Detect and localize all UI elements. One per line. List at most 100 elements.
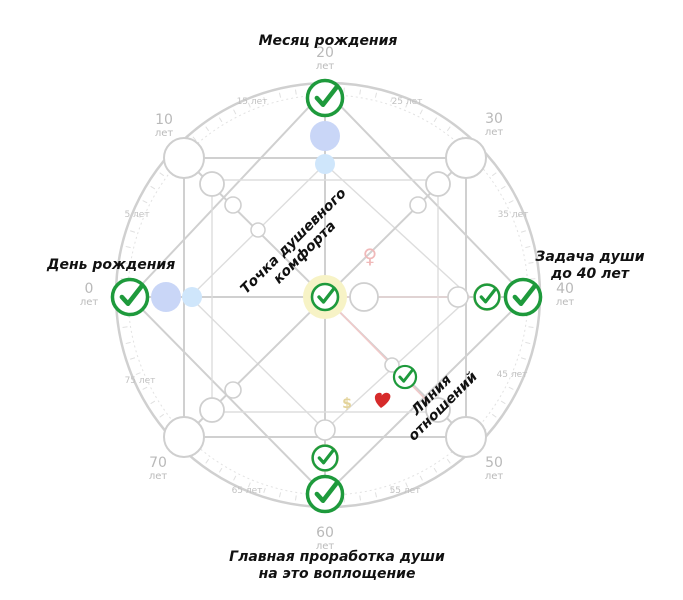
- ring-tick: [419, 475, 423, 481]
- age-label-5: 5 лет: [124, 210, 150, 220]
- ring-tick: [135, 214, 141, 218]
- main-check-icon: [307, 476, 342, 511]
- ring-tick: [135, 372, 141, 376]
- ring-tick: [359, 89, 362, 95]
- node-right-white: [447, 286, 469, 308]
- ring-tick: [159, 172, 165, 177]
- ring-tick: [263, 97, 266, 103]
- ring-tick: [125, 245, 131, 249]
- ring-tick: [205, 458, 210, 464]
- ring-tick: [278, 92, 282, 98]
- ring-tick: [294, 89, 297, 95]
- ring-tick: [247, 482, 251, 488]
- ring-tick: [233, 109, 237, 115]
- relations-line: [324, 296, 439, 413]
- ring-tick: [294, 495, 297, 501]
- heart-icon: [374, 392, 391, 408]
- ring-tick: [491, 413, 497, 418]
- ring-tick: [500, 400, 506, 405]
- ring-tick: [419, 109, 423, 115]
- ring-tick: [130, 357, 136, 360]
- age-label-75: 75 лет: [124, 376, 156, 386]
- node-bl-inner: [199, 397, 225, 423]
- ring-tick: [405, 482, 409, 488]
- ring-tick: [405, 102, 409, 108]
- month-caption: Месяц рождения: [258, 33, 398, 49]
- center-check-icon: [310, 282, 340, 312]
- node-diagonal-small: [250, 222, 266, 238]
- age-label-15: 15 лет: [236, 97, 268, 107]
- month-check-icon: [307, 80, 342, 115]
- day-caption: День рождения: [47, 257, 176, 273]
- ring-tick: [150, 400, 156, 405]
- node-tl-inner: [199, 171, 225, 197]
- main-inner-check-icon: [311, 444, 339, 472]
- ring-tick: [433, 467, 438, 473]
- node-left-blue: [151, 282, 181, 312]
- ring-tick: [520, 230, 526, 233]
- corner-node-top-right: [445, 137, 487, 179]
- ring-tick: [130, 230, 136, 233]
- relations-check-icon: [392, 364, 418, 390]
- ring-tick: [508, 386, 514, 390]
- ring-tick: [218, 117, 223, 123]
- corner-node-bottom-left: [163, 416, 205, 458]
- task-inner-check-icon: [473, 283, 501, 311]
- ring-tick: [508, 200, 514, 204]
- ring-tick: [446, 458, 451, 464]
- node-tl-small: [224, 196, 242, 214]
- node-left-lightblue: [182, 287, 202, 307]
- ring-tick: [150, 185, 156, 190]
- age-label-55: 55 лет: [389, 486, 421, 496]
- corner-node-bottom-right: [445, 416, 487, 458]
- ring-tick: [247, 102, 251, 108]
- ring-tick: [159, 413, 165, 418]
- ring-tick: [125, 341, 131, 345]
- node-tr-inner: [425, 171, 451, 197]
- female-icon: ♀: [362, 244, 378, 268]
- node-top-lightblue: [315, 154, 335, 174]
- ring-tick: [374, 492, 378, 498]
- age-label-65: 65 лет: [231, 486, 263, 496]
- ring-tick: [390, 97, 393, 103]
- ring-tick: [491, 172, 497, 177]
- ring-tick: [525, 245, 531, 249]
- main-caption: Главная проработка души на это воплощени…: [229, 549, 445, 582]
- age-label-35: 35 лет: [497, 210, 529, 220]
- ring-tick: [218, 467, 223, 473]
- ring-tick: [142, 386, 148, 390]
- node-br-inner: [425, 397, 451, 423]
- ring-tick: [192, 136, 197, 141]
- node-center-right: [349, 282, 379, 312]
- node-top-blue: [310, 121, 340, 151]
- ring-tick: [515, 372, 521, 376]
- ring-tick: [528, 326, 534, 329]
- ring-tick: [205, 126, 210, 132]
- ring-tick: [278, 492, 282, 498]
- ring-tick: [525, 341, 531, 345]
- ring-tick: [528, 261, 534, 264]
- node-tr-small: [409, 196, 427, 214]
- age-label-45: 45 лет: [496, 370, 528, 380]
- day-check-icon: [112, 279, 147, 314]
- ring-tick: [433, 117, 438, 123]
- task-caption: Задача души до 40 лет: [535, 249, 645, 282]
- money-icon: $: [342, 396, 352, 412]
- ring-tick: [374, 92, 378, 98]
- ring-tick: [359, 495, 362, 501]
- age-label-25: 25 лет: [391, 97, 423, 107]
- ring-tick: [122, 326, 128, 329]
- ring-tick: [520, 357, 526, 360]
- ring-tick: [500, 185, 506, 190]
- ring-tick: [263, 487, 266, 493]
